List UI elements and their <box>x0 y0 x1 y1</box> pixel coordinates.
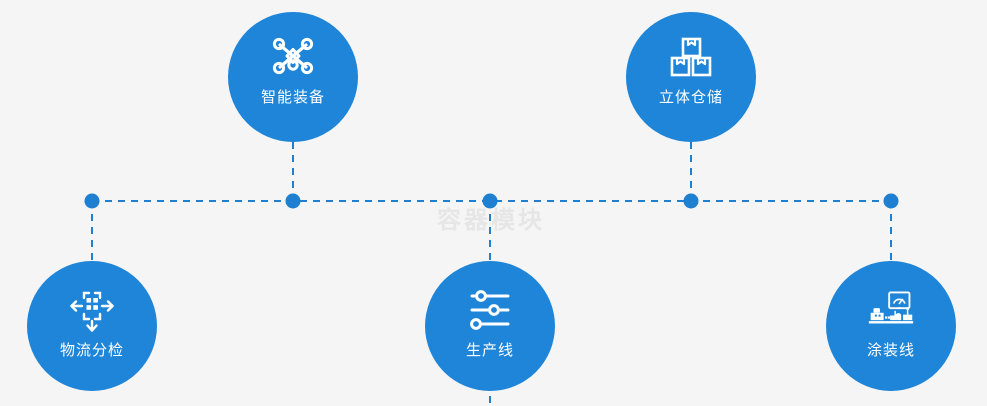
node-label-logistics-sorting: 物流分检 <box>59 342 124 359</box>
node-painting-line[interactable]: 涂装线 <box>826 261 956 391</box>
dot-painting-line[interactable] <box>883 193 899 209</box>
node-label-intelligent-equipment: 智能装备 <box>260 89 325 106</box>
node-stereoscopic-warehouse[interactable]: 立体仓储 <box>626 12 756 142</box>
node-label-painting-line: 涂装线 <box>866 342 915 359</box>
network-nodes-icon <box>269 34 317 80</box>
node-production-line[interactable]: 生产线 <box>425 261 555 391</box>
stacked-boxes-icon <box>667 34 715 80</box>
node-logistics-sorting[interactable]: 物流分检 <box>27 261 157 391</box>
dot-logistics-sorting[interactable] <box>84 193 100 209</box>
node-intelligent-equipment[interactable]: 智能装备 <box>228 12 358 142</box>
sliders-icon <box>466 287 514 333</box>
node-label-stereoscopic-warehouse: 立体仓储 <box>658 89 723 106</box>
dot-stereoscopic-warehouse[interactable] <box>683 193 699 209</box>
factory-monitor-icon <box>867 287 915 333</box>
node-label-production-line: 生产线 <box>465 342 514 359</box>
dot-intelligent-equipment[interactable] <box>285 193 301 209</box>
dot-production-line[interactable] <box>482 193 498 209</box>
sorting-arrows-icon <box>68 287 116 333</box>
